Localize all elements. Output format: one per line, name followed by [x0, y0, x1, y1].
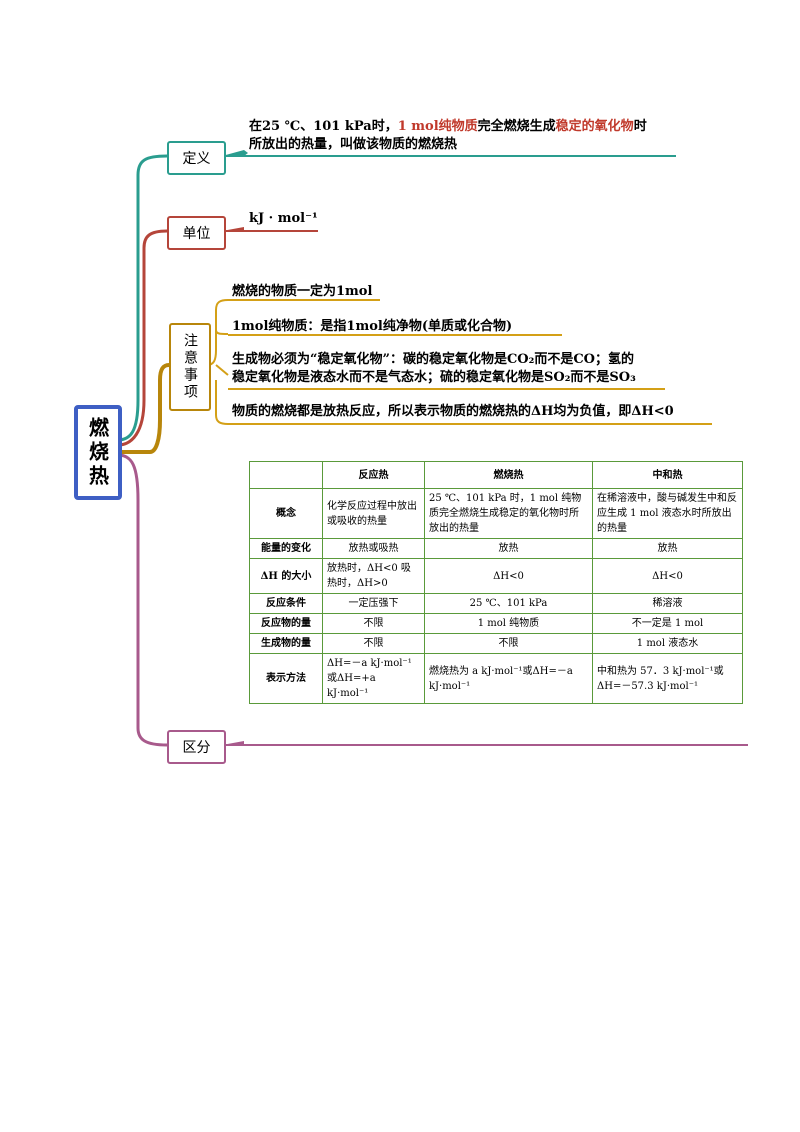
notes-node: 注意事项 [169, 323, 211, 411]
table-cell: 在稀溶液中，酸与碱发生中和反应生成 1 mol 液态水时所放出的热量 [592, 488, 743, 539]
note-item-3a: 生成物必须为“稳定氧化物”：碳的稳定氧化物是CO₂而不是CO；氢的 [232, 352, 634, 367]
unit-value: kJ · mol⁻¹ [249, 211, 318, 226]
table-cell: 放热 [423, 538, 594, 559]
table-cell: 燃烧热为 a kJ·mol⁻¹或ΔH=－a kJ·mol⁻¹ [423, 653, 594, 704]
table-header: 中和热 [592, 461, 743, 489]
row-label: 反应条件 [249, 593, 323, 614]
table-cell: 不限 [423, 633, 594, 654]
table-cell: 放热或吸热 [322, 538, 425, 559]
table-header [249, 461, 323, 489]
table-cell: 1 mol 纯物质 [423, 613, 594, 634]
table-cell: 不限 [322, 613, 425, 634]
row-label: 反应物的量 [249, 613, 323, 634]
table-header: 反应热 [322, 461, 425, 489]
table-header-row: 反应热 燃烧热 中和热 [249, 461, 743, 489]
unit-node: 单位 [167, 216, 226, 250]
definition-text: 在25 ℃、101 kPa时，1 mol纯物质完全燃烧生成稳定的氧化物时 所放出… [249, 119, 647, 152]
note-item-1: 燃烧的物质一定为1mol [232, 284, 373, 299]
note-item-3b: 稳定氧化物是液态水而不是气态水；硫的稳定氧化物是SO₂而不是SO₃ [232, 370, 636, 385]
table-cell: 不一定是 1 mol [592, 613, 743, 634]
table-cell: 25 ℃、101 kPa 时，1 mol 纯物质完全燃烧生成稳定的氧化物时所放出… [423, 488, 594, 539]
table-cell: 放热 [592, 538, 743, 559]
difference-node: 区分 [167, 730, 226, 764]
table-cell: 不限 [322, 633, 425, 654]
table-row: 反应物的量 不限 1 mol 纯物质 不一定是 1 mol [249, 613, 743, 634]
table-cell: ΔH<0 [592, 558, 743, 594]
root-node: 燃烧热 [74, 405, 122, 500]
table-cell: 中和热为 57．3 kJ·mol⁻¹或ΔH=－57.3 kJ·mol⁻¹ [592, 653, 743, 704]
table-cell: 1 mol 液态水 [592, 633, 743, 654]
table-row: 生成物的量 不限 不限 1 mol 液态水 [249, 633, 743, 654]
definition-node: 定义 [167, 141, 226, 175]
table-cell: 稀溶液 [592, 593, 743, 614]
row-label: 表示方法 [249, 653, 323, 704]
row-label: ΔH 的大小 [249, 558, 323, 594]
table-cell: 放热时，ΔH<0 吸热时，ΔH>0 [322, 558, 425, 594]
table-cell: 25 ℃、101 kPa [423, 593, 594, 614]
comparison-table: 反应热 燃烧热 中和热 概念 化学反应过程中放出或吸收的热量 25 ℃、101 … [249, 461, 743, 704]
table-row: 概念 化学反应过程中放出或吸收的热量 25 ℃、101 kPa 时，1 mol … [249, 488, 743, 539]
table-cell: ΔH=－a kJ·mol⁻¹或ΔH=+a kJ·mol⁻¹ [322, 653, 425, 704]
table-cell: ΔH<0 [423, 558, 594, 594]
table-header: 燃烧热 [423, 461, 594, 489]
note-item-4: 物质的燃烧都是放热反应，所以表示物质的燃烧热的ΔH均为负值，即ΔH<0 [232, 404, 674, 419]
note-item-2: 1mol纯物质：是指1mol纯净物(单质或化合物) [232, 319, 513, 334]
table-row: 能量的变化 放热或吸热 放热 放热 [249, 538, 743, 559]
table-row: 表示方法 ΔH=－a kJ·mol⁻¹或ΔH=+a kJ·mol⁻¹ 燃烧热为 … [249, 653, 743, 704]
table-cell: 化学反应过程中放出或吸收的热量 [322, 488, 425, 539]
table-row: ΔH 的大小 放热时，ΔH<0 吸热时，ΔH>0 ΔH<0 ΔH<0 [249, 558, 743, 594]
row-label: 生成物的量 [249, 633, 323, 654]
table-cell: 一定压强下 [322, 593, 425, 614]
row-label: 概念 [249, 488, 323, 539]
table-row: 反应条件 一定压强下 25 ℃、101 kPa 稀溶液 [249, 593, 743, 614]
row-label: 能量的变化 [249, 538, 323, 559]
